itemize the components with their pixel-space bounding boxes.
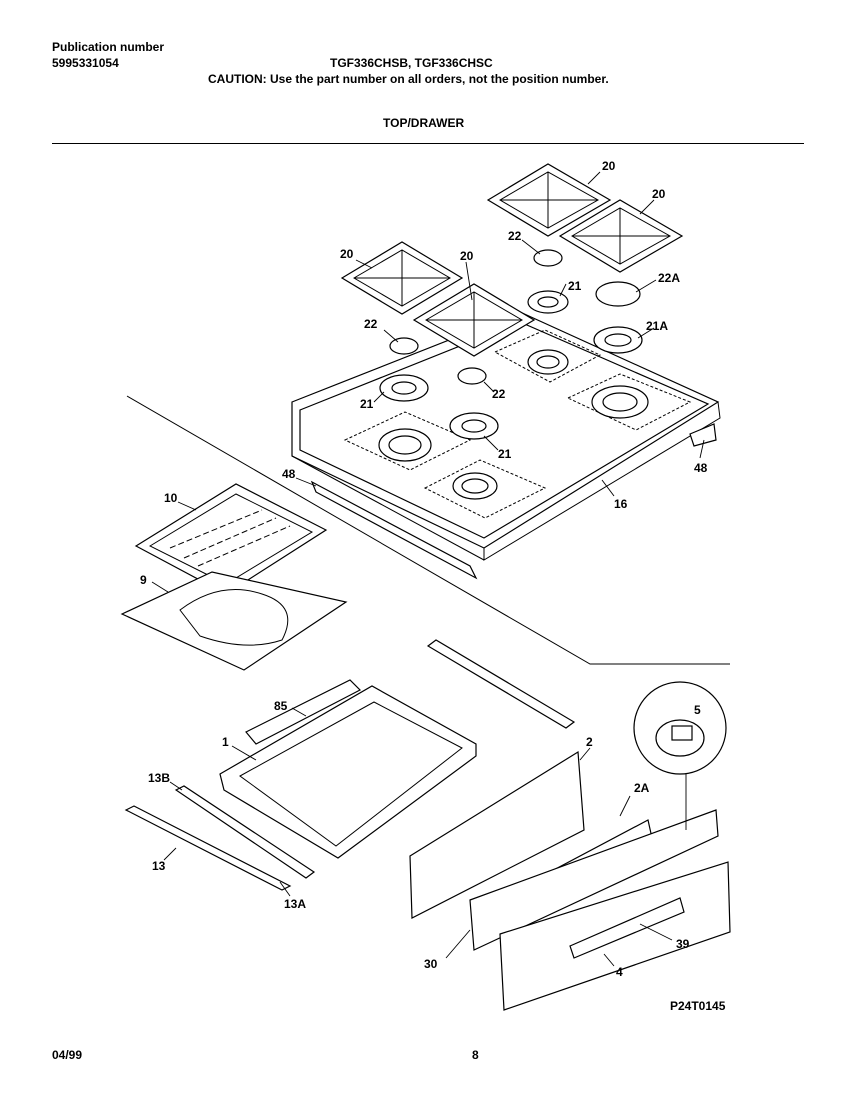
part-label-2: 2 — [586, 735, 593, 749]
part-label-48: 48 — [282, 467, 296, 481]
part-label-22: 22 — [492, 387, 506, 401]
part-label-13b: 13B — [148, 771, 170, 785]
burner-well-rear-right — [566, 373, 692, 431]
burner-head-21a — [593, 326, 643, 354]
part-label-22: 22 — [508, 229, 522, 243]
footer-date: 04/99 — [52, 1048, 83, 1062]
part-label-16: 16 — [614, 497, 628, 511]
part-label-22: 22 — [364, 317, 378, 331]
part-label-30: 30 — [424, 957, 438, 971]
part-label-21: 21 — [568, 279, 582, 293]
part-label-13a: 13A — [284, 897, 306, 911]
part-label-1: 1 — [222, 735, 229, 749]
caution-note: CAUTION: Use the part number on all orde… — [208, 72, 609, 86]
burner-cap-22-front-left — [389, 337, 419, 355]
footer-page-number: 8 — [472, 1048, 479, 1062]
part-label-20: 20 — [340, 247, 354, 261]
broiler-pan-9 — [120, 571, 348, 671]
drawer-front-outer — [469, 809, 719, 951]
burner-head-21-front-right — [449, 412, 499, 440]
burner-well-front-right — [423, 459, 547, 519]
part-label-85: 85 — [274, 699, 288, 713]
burner-well-rear-left — [493, 329, 602, 383]
section-separator-line — [126, 395, 730, 665]
drawer-front-panel-2 — [409, 750, 585, 919]
drawer-handle-39 — [569, 897, 685, 959]
drawer-body-1 — [219, 685, 477, 859]
burner-cap-22a — [595, 281, 641, 307]
part-label-39: 39 — [676, 937, 690, 951]
part-label-22a: 22A — [658, 271, 680, 285]
drawer-rail-85 — [245, 679, 362, 745]
part-label-5: 5 — [694, 703, 701, 717]
burner-head-21-rear — [527, 290, 569, 314]
part-label-21: 21 — [360, 397, 374, 411]
part-label-13: 13 — [152, 859, 166, 873]
publication-number: 5995331054 — [52, 56, 119, 70]
burner-well-front-left — [343, 411, 472, 471]
burner-grate-front-left — [340, 241, 464, 315]
part-label-2a: 2A — [634, 781, 650, 795]
header-divider — [52, 143, 804, 144]
part-label-20: 20 — [652, 187, 666, 201]
slide-rail-upper — [426, 639, 576, 729]
burner-cap-22-front-right — [457, 367, 487, 385]
part-label-48: 48 — [694, 461, 708, 475]
part-label-21: 21 — [498, 447, 512, 461]
model-numbers: TGF336CHSB, TGF336CHSC — [330, 56, 493, 70]
burner-head-21-front-left — [379, 374, 429, 402]
part-label-9: 9 — [140, 573, 147, 587]
drawer-slide-13 — [124, 805, 292, 891]
burner-grate-rear-right — [558, 199, 684, 273]
part-label-20: 20 — [460, 249, 474, 263]
part-label-10: 10 — [164, 491, 178, 505]
publication-label: Publication number — [52, 40, 165, 54]
trim-strip-48-left — [310, 480, 478, 580]
leader-lines — [151, 171, 705, 967]
part-label-4: 4 — [616, 965, 623, 979]
drawer-slide-13b — [174, 785, 316, 879]
trim-strip-48-right — [689, 423, 717, 447]
broiler-pan-insert-10 — [134, 483, 328, 595]
section-title: TOP/DRAWER — [383, 116, 465, 130]
burner-grate-rear-left — [486, 163, 612, 237]
part-label-20: 20 — [602, 159, 616, 173]
control-knob-callout-5 — [633, 681, 727, 830]
cooktop-part-16 — [291, 311, 721, 580]
burner-cap-22-rear — [533, 249, 563, 267]
figure-id: P24T0145 — [670, 999, 726, 1013]
part-label-21a: 21A — [646, 319, 668, 333]
burner-grate-front-right — [412, 283, 536, 357]
